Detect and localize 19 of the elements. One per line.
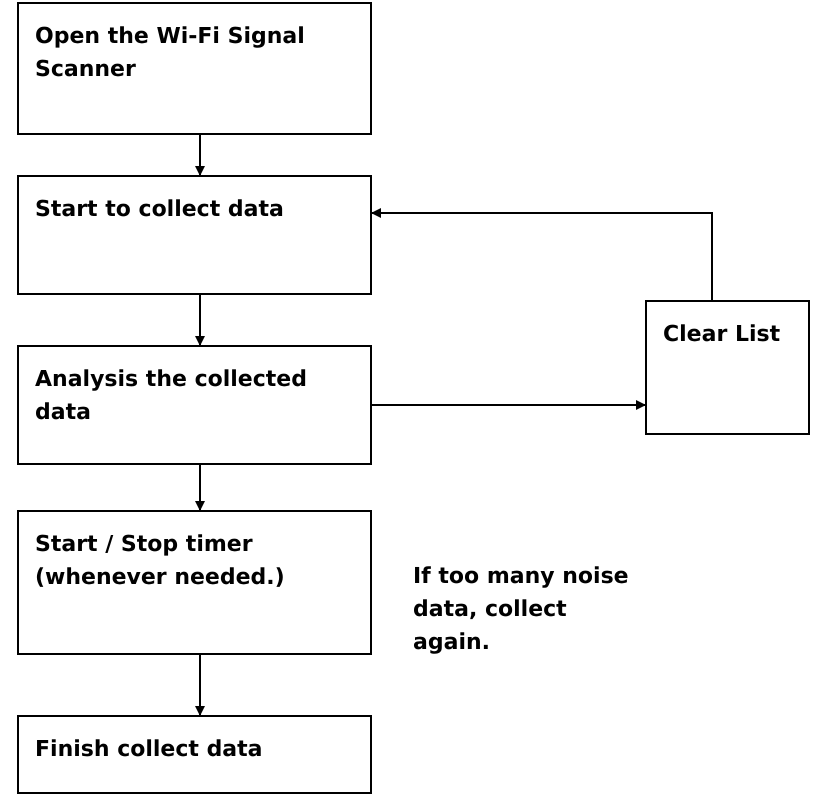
box-text: Clear List (663, 321, 782, 349)
process-box (645, 300, 810, 435)
box-text: Finish collect data (35, 736, 264, 764)
note-text: If too many noise data, collect again. (413, 563, 630, 657)
process-box (17, 175, 372, 295)
box-text: Start / Stop timer (whenever needed.) (35, 531, 286, 592)
arrow (372, 400, 646, 410)
box-text: Start to collect data (35, 196, 285, 224)
box-text: Analysis the collected data (35, 366, 308, 427)
arrow (195, 655, 205, 716)
process-box (17, 2, 372, 135)
arrow (195, 295, 205, 346)
arrow (195, 465, 205, 511)
process-box (17, 510, 372, 655)
process-box (17, 715, 372, 794)
arrow (195, 135, 205, 176)
box-text: Open the Wi-Fi Signal Scanner (35, 23, 306, 84)
arrow (371, 208, 713, 300)
process-box (17, 345, 372, 465)
